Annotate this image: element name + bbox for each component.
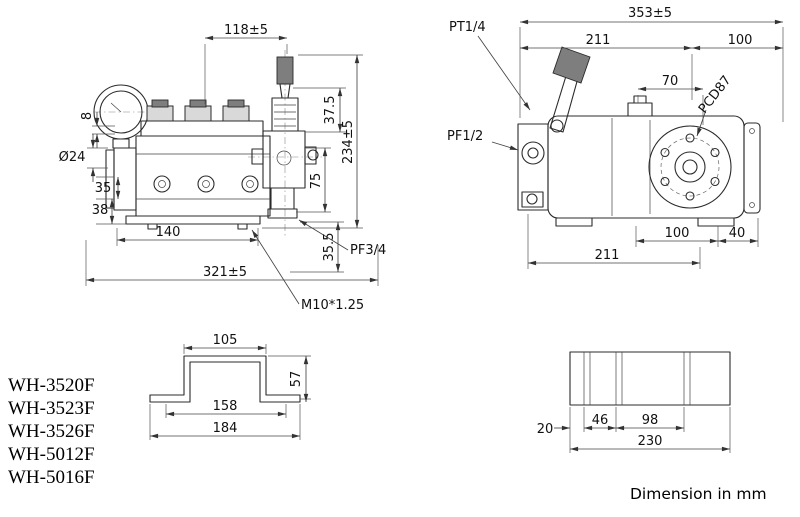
dim-100-top-label: 100: [728, 33, 753, 48]
dim-105-label: 105: [213, 333, 238, 348]
pressure-gauge: [93, 84, 149, 149]
port-pf34-label: PF3/4: [350, 243, 386, 258]
port-pf12-label: PF1/2: [447, 129, 483, 144]
port-pt14-label: PT1/4: [449, 20, 486, 35]
bracket-dimensions: 105 57 158 184: [149, 333, 311, 440]
model-list: WH-3520F WH-3523F WH-3526F WH-5012F WH-5…: [8, 375, 95, 488]
dim-230-label: 230: [638, 434, 663, 449]
model-item: WH-3526F: [8, 421, 95, 442]
unloader-assembly: [251, 56, 319, 219]
model-item: WH-5016F: [8, 467, 95, 488]
dim-234-label: 234±5: [341, 120, 356, 164]
lever-grip: [552, 46, 591, 84]
dim-37-5-label: 37.5: [323, 96, 338, 125]
dim-35-5-label: 35.5: [322, 233, 337, 262]
pcd87-label: PCD87: [696, 73, 735, 116]
model-item: WH-5012F: [8, 444, 95, 465]
dim-184-label: 184: [213, 421, 238, 436]
front-dimensions: 118±5 37.5 234±5 8 Ø24 35 38 75 140 35.5…: [59, 23, 387, 313]
dim-211-top-label: 211: [586, 33, 611, 48]
base-plate-view: 20 46 98 230: [537, 351, 731, 453]
dim-40-label: 40: [729, 226, 746, 241]
pump-body-front: [125, 99, 271, 230]
side-port: [307, 149, 319, 161]
mounting-bracket-left: [105, 147, 137, 211]
dim-20-label: 20: [537, 422, 554, 437]
model-item: WH-3520F: [8, 375, 95, 396]
dimension-note: Dimension in mm: [630, 485, 767, 503]
dim-75-label: 75: [309, 173, 324, 190]
dim-38-label: 38: [92, 203, 109, 218]
base-outline: [569, 351, 731, 406]
thread-m10-label: M10*1.25: [301, 298, 364, 313]
side-view: 353±5 211 100 70 PCD87 PT1/4 PF1/2 100 4…: [447, 6, 784, 269]
dim-158-label: 158: [213, 399, 238, 414]
bracket-section-view: 105 57 158 184: [149, 333, 311, 440]
dim-46-label: 46: [592, 413, 609, 428]
dim-100-bottom-label: 100: [665, 226, 690, 241]
dim-dia24-label: Ø24: [59, 150, 86, 165]
dim-70-label: 70: [662, 74, 679, 89]
dim-353-label: 353±5: [628, 6, 672, 21]
dim-140-label: 140: [156, 225, 181, 240]
dim-98-label: 98: [642, 413, 659, 428]
bearing-cover: [648, 125, 732, 209]
bracket-outline: [149, 355, 301, 403]
unloader-knob: [276, 56, 294, 85]
side-dimensions: 353±5 211 100 70 PCD87 PT1/4 PF1/2 100 4…: [447, 6, 784, 269]
dim-35-label: 35: [95, 181, 112, 196]
dim-321-label: 321±5: [203, 265, 247, 280]
pump-body-side: [547, 95, 761, 227]
dim-57-label: 57: [289, 371, 304, 388]
side-lever: [549, 46, 591, 133]
dim-211-bottom-label: 211: [595, 248, 620, 263]
outlet-port: [267, 208, 298, 219]
model-item: WH-3523F: [8, 398, 95, 419]
dim-118-label: 118±5: [224, 23, 268, 38]
base-dimensions: 20 46 98 230: [537, 407, 731, 453]
side-valve-block: [517, 123, 549, 211]
oil-filler-cap: [627, 102, 653, 117]
inlet-port: [521, 141, 545, 165]
front-view: 118±5 37.5 234±5 8 Ø24 35 38 75 140 35.5…: [59, 23, 387, 313]
dim-8-label: 8: [80, 112, 95, 120]
bolt-circle: [660, 137, 720, 197]
